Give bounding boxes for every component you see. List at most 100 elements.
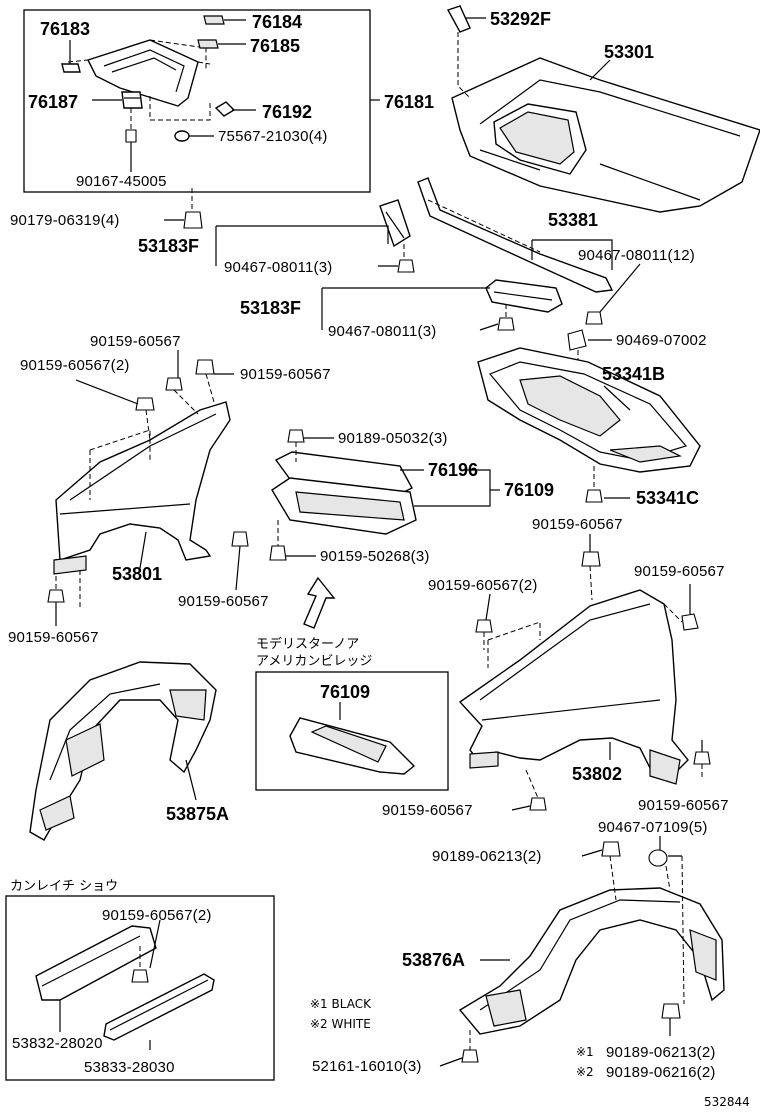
- label-90159-r-right: 90159-60567: [634, 563, 725, 580]
- label-53183F-lower: 53183F: [240, 298, 301, 318]
- clip-90469: [567, 329, 587, 351]
- label-90159-2-left: 90159-60567(2): [20, 357, 130, 374]
- label-53341C: 53341C: [636, 488, 699, 508]
- bolt-90159-fender-left: [135, 397, 155, 411]
- hood-seal-53381: [417, 177, 614, 293]
- bolt-90159-fender-bottom: [47, 589, 65, 603]
- hood-53301: [451, 57, 760, 213]
- label-90189-05032: 90189-05032(3): [338, 430, 448, 447]
- clip-90467-12: [585, 311, 603, 325]
- label-90189-06216-m2: 90189-06216(2): [606, 1064, 716, 1081]
- note-modellista-line1: モデリスターノア: [256, 636, 359, 652]
- mark-2: ※2: [576, 1065, 594, 1079]
- fender-liner-left-53875A: [29, 661, 217, 841]
- label-52161: 52161-16010(3): [312, 1058, 422, 1075]
- label-53183F-upper: 53183F: [138, 236, 199, 256]
- cold-region-box: [5, 895, 275, 1081]
- label-53381: 53381: [548, 210, 598, 230]
- label-76187: 76187: [28, 92, 78, 112]
- bracket-53183F-upper: [379, 199, 411, 248]
- label-53801: 53801: [112, 564, 162, 584]
- pad-76185: [197, 39, 219, 49]
- grille-76109-modellista: [289, 717, 416, 775]
- label-90159-bottom: 90159-60567: [8, 629, 99, 646]
- bolt-90159-r-top: [581, 551, 601, 567]
- label-90189-06213-top: 90189-06213(2): [432, 848, 542, 865]
- label-53341B: 53341B: [602, 364, 665, 384]
- arrow-up-icon: [303, 576, 336, 629]
- screw-90159-50268: [269, 545, 287, 561]
- label-76109-box: 76109: [320, 682, 370, 702]
- label-90159-2-cold: 90159-60567(2): [102, 907, 212, 924]
- label-90469: 90469-07002: [616, 332, 707, 349]
- bolt-90159-fender-rear: [231, 531, 249, 547]
- fender-right-53802: [458, 589, 689, 785]
- bolt-90159-r-rear: [693, 751, 711, 765]
- clip-90189-06213-top: [601, 841, 621, 857]
- label-90159-r-top: 90159-60567: [532, 516, 623, 533]
- clip-76183: [61, 63, 81, 73]
- label-90167: 90167-45005: [76, 173, 167, 190]
- bolt-90159-r-bottom: [529, 797, 547, 811]
- label-76183: 76183: [40, 19, 90, 39]
- clip-90467-lower: [497, 317, 515, 331]
- mark-1: ※1: [576, 1045, 594, 1059]
- hood-insulator-53341B: [477, 347, 701, 473]
- cover-53833: [103, 973, 215, 1041]
- note-cold-region: カンレイチ ショウ: [10, 879, 118, 894]
- label-90159-top: 90159-60567: [90, 333, 181, 350]
- label-90467-lower: 90467-08011(3): [328, 323, 436, 340]
- note-modellista-line2: アメリカンビレッジ: [256, 654, 372, 669]
- legend-black: ※1 BLACK: [310, 997, 372, 1011]
- legend-white: ※2 WHITE: [310, 1017, 371, 1031]
- label-76184: 76184: [252, 12, 302, 32]
- label-53301: 53301: [604, 42, 654, 62]
- label-90159-50268: 90159-50268(3): [320, 548, 430, 565]
- label-53875A: 53875A: [166, 804, 229, 824]
- bolt-90159-r-right: [681, 613, 699, 631]
- seal-76192: [214, 101, 236, 117]
- bolt-90159-r-left: [475, 619, 493, 633]
- clip-90467-07109: [648, 849, 668, 867]
- label-53802: 53802: [572, 764, 622, 784]
- label-90159-rear: 90159-60567: [178, 593, 269, 610]
- hood-scoop-part: [87, 39, 199, 107]
- label-90467-12: 90467-08011(12): [578, 247, 695, 264]
- grommet-90179: [183, 211, 203, 229]
- label-76196: 76196: [428, 460, 478, 480]
- bracket-76187: [121, 91, 143, 109]
- fender-left-53801: [53, 401, 231, 575]
- modellista-box: [255, 671, 449, 791]
- label-76192: 76192: [262, 102, 312, 122]
- clip-90189-06216-bottom: [661, 1003, 681, 1019]
- label-90159-right: 90159-60567: [240, 366, 331, 383]
- grille-76109: [271, 477, 417, 535]
- bolt-90159-fender-top2: [195, 359, 215, 375]
- label-53876A: 53876A: [402, 950, 465, 970]
- label-90467-07109: 90467-07109(5): [598, 819, 708, 836]
- hood-scoop-group-box: [23, 9, 371, 193]
- clip-53341C: [585, 489, 603, 503]
- clip-52161: [461, 1049, 479, 1063]
- label-90159-r-rear: 90159-60567: [638, 797, 729, 814]
- label-90467-upper: 90467-08011(3): [224, 259, 332, 276]
- bracket-53183F-lower: [485, 279, 563, 313]
- pad-76184: [203, 15, 225, 25]
- screw-90167: [125, 129, 137, 160]
- cover-53832: [35, 925, 157, 1001]
- label-76181: 76181: [384, 92, 434, 112]
- clip-53292F: [446, 5, 471, 33]
- label-53832: 53832-28020: [12, 1035, 103, 1052]
- label-76185: 76185: [250, 36, 300, 56]
- label-90179: 90179-06319(4): [10, 212, 120, 229]
- clip-90467-upper: [397, 259, 415, 273]
- label-90159-r-bottom: 90159-60567: [382, 802, 473, 819]
- clip-90189-05032: [287, 429, 305, 443]
- label-90159-2-right: 90159-60567(2): [428, 577, 538, 594]
- label-53292F: 53292F: [490, 9, 551, 29]
- label-90189-06213-m1: 90189-06213(2): [606, 1044, 716, 1061]
- label-75567: 75567-21030(4): [218, 128, 328, 145]
- nut-75567: [174, 130, 190, 142]
- fender-liner-right-53876A: [458, 887, 725, 1035]
